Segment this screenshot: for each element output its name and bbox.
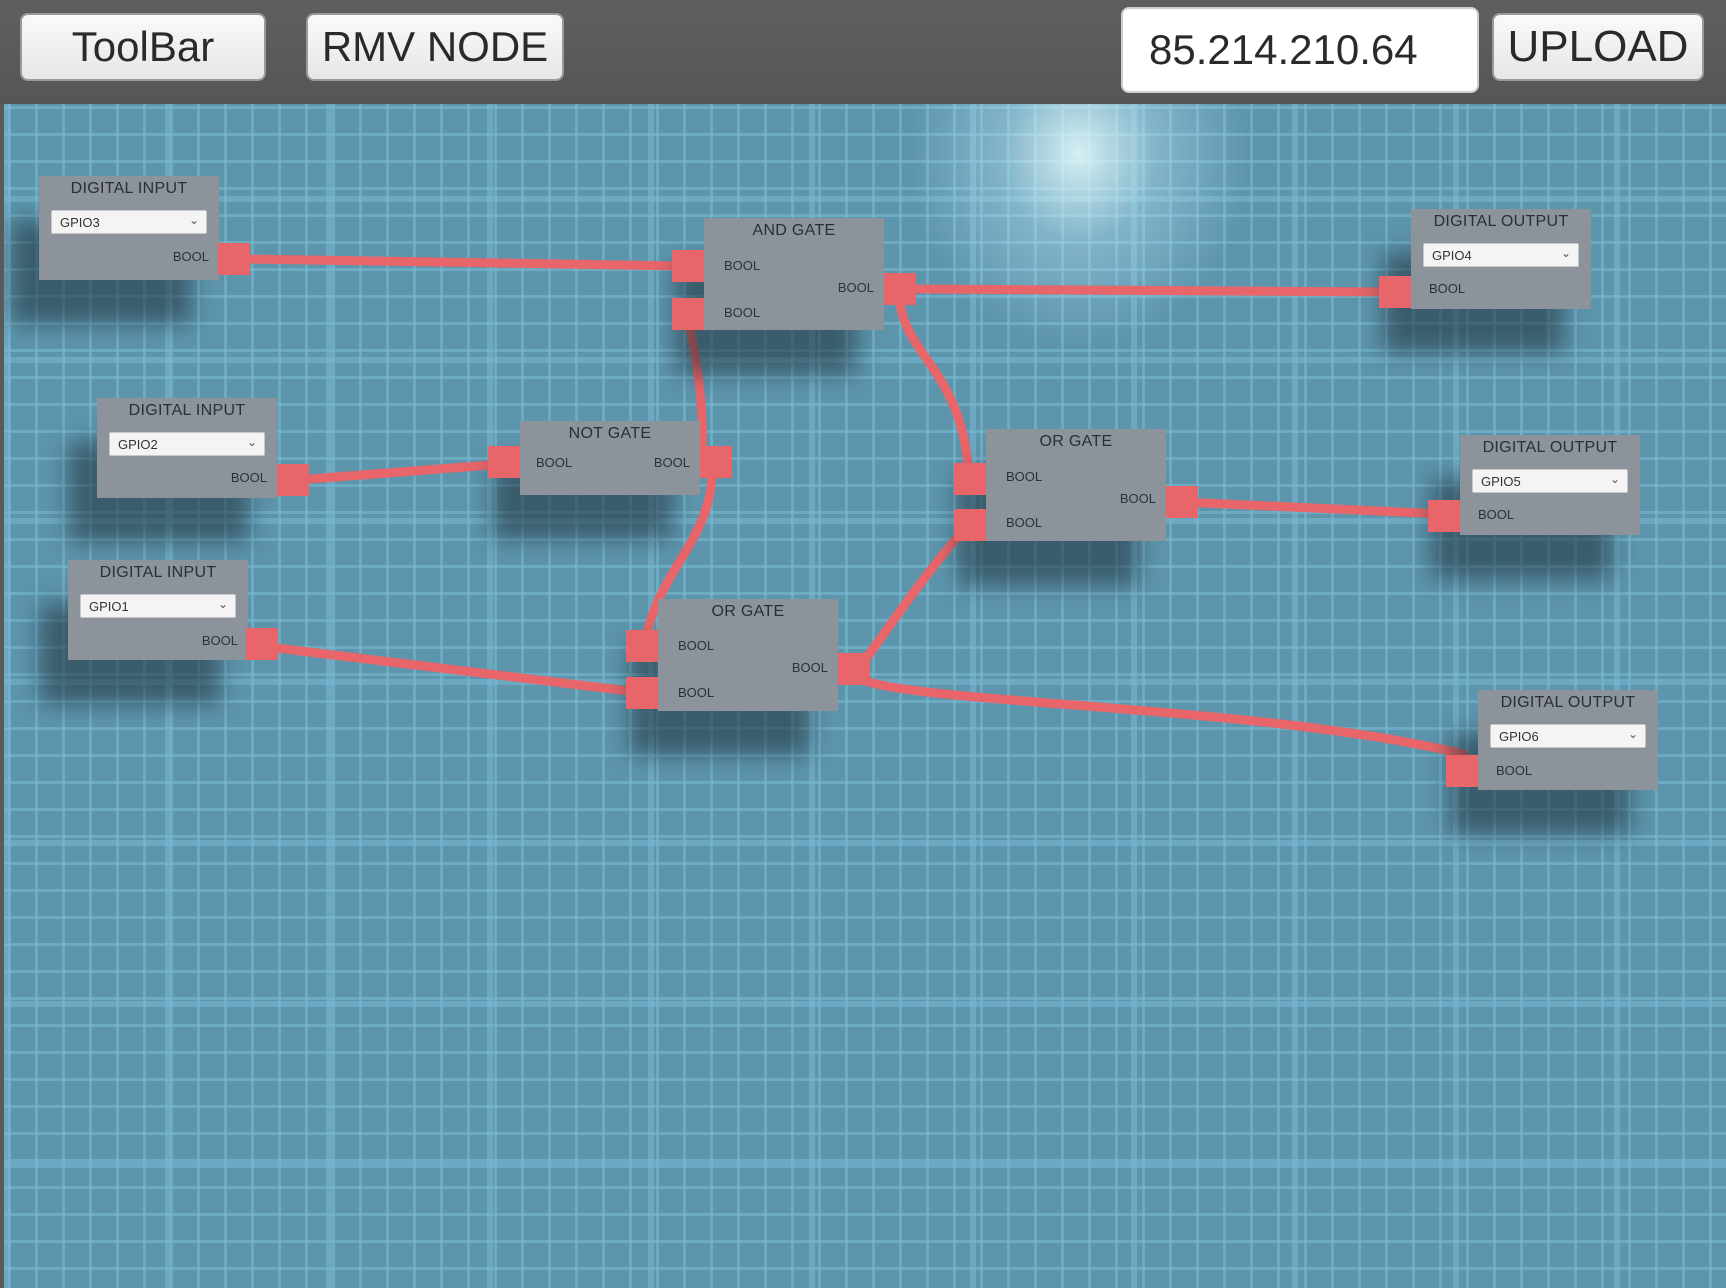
or-gate-node-bottom[interactable]: OR GATE BOOL BOOL BOOL (658, 599, 838, 711)
port-label: BOOL (1478, 507, 1515, 522)
dropdown-value: GPIO5 (1481, 473, 1521, 489)
port-label: BOOL (837, 280, 874, 295)
wire-and-to-gpio4[interactable] (911, 284, 1399, 297)
chevron-down-icon: ⌄ (246, 435, 257, 449)
input-port[interactable] (1446, 755, 1478, 787)
node-title: DIGITAL INPUT (128, 402, 246, 419)
ip-address-input[interactable]: 85.214.210.64 (1121, 7, 1479, 93)
port-label: BOOL (230, 470, 267, 485)
input-port[interactable] (954, 463, 986, 495)
port-label: BOOL (1006, 469, 1043, 484)
input-port[interactable] (1379, 276, 1411, 308)
output-port[interactable] (838, 653, 870, 685)
chevron-down-icon: ⌄ (1560, 246, 1571, 260)
input-port[interactable] (488, 446, 520, 478)
output-port[interactable] (884, 273, 916, 305)
wire-gpio1-to-or-bottom[interactable] (271, 643, 634, 696)
input-port[interactable] (1428, 500, 1460, 532)
node-title: AND GATE (752, 222, 836, 239)
gpio-dropdown[interactable]: GPIO2 ⌄ (109, 432, 265, 456)
node-title: NOT GATE (568, 425, 652, 442)
input-port[interactable] (626, 677, 658, 709)
port-label: BOOL (724, 258, 761, 273)
gpio-dropdown[interactable]: GPIO6 ⌄ (1490, 724, 1646, 748)
input-port[interactable] (954, 509, 986, 541)
wire-or-bottom-to-gpio6[interactable] (854, 673, 1469, 759)
port-label: BOOL (678, 638, 715, 653)
digital-output-node-gpio6[interactable]: DIGITAL OUTPUT GPIO6 ⌄ BOOL (1478, 690, 1658, 790)
digital-output-node-gpio4[interactable]: DIGITAL OUTPUT GPIO4 ⌄ BOOL (1411, 209, 1591, 309)
gpio-dropdown[interactable]: GPIO3 ⌄ (51, 210, 207, 234)
gpio-dropdown[interactable]: GPIO1 ⌄ (80, 594, 236, 618)
output-port[interactable] (700, 446, 732, 478)
output-port[interactable] (277, 464, 309, 496)
port-label: BOOL (201, 633, 238, 648)
dropdown-value: GPIO3 (60, 214, 100, 230)
chevron-down-icon: ⌄ (1627, 727, 1638, 741)
wire-gpio3-to-and[interactable] (245, 254, 689, 271)
port-label: BOOL (653, 455, 690, 470)
wire-or-top-to-gpio5[interactable] (1177, 497, 1449, 519)
node-graph-canvas[interactable]: DIGITAL INPUT GPIO3 ⌄ BOOL DIGITAL INPUT… (4, 104, 1726, 1288)
node-title: DIGITAL INPUT (99, 564, 217, 581)
port-label: BOOL (1119, 491, 1156, 506)
port-label: BOOL (724, 305, 761, 320)
chevron-down-icon: ⌄ (1609, 472, 1620, 486)
port-label: BOOL (1006, 515, 1043, 530)
node-title: OR GATE (1039, 433, 1113, 450)
gpio-dropdown[interactable]: GPIO5 ⌄ (1472, 469, 1628, 493)
top-toolbar: ToolBar RMV NODE 85.214.210.64 UPLOAD (0, 0, 1726, 104)
node-title: OR GATE (711, 603, 785, 620)
node-title: DIGITAL OUTPUT (1500, 694, 1636, 711)
or-gate-node-top[interactable]: OR GATE BOOL BOOL BOOL (986, 429, 1166, 541)
digital-output-node-gpio5[interactable]: DIGITAL OUTPUT GPIO5 ⌄ BOOL (1460, 435, 1640, 535)
port-label: BOOL (678, 685, 715, 700)
port-label: BOOL (172, 249, 209, 264)
not-gate-node[interactable]: NOT GATE BOOL BOOL (520, 421, 700, 495)
node-title: DIGITAL INPUT (70, 180, 188, 197)
wire-gpio2-to-not[interactable] (305, 459, 509, 484)
output-port[interactable] (246, 628, 278, 660)
output-port[interactable] (218, 243, 250, 275)
connection-wires (245, 254, 1469, 759)
port-label: BOOL (791, 660, 828, 675)
port-label: BOOL (536, 455, 573, 470)
output-port[interactable] (1166, 486, 1198, 518)
chevron-down-icon: ⌄ (217, 597, 228, 611)
toolbar-button[interactable]: ToolBar (20, 13, 266, 81)
dropdown-value: GPIO1 (89, 598, 129, 614)
wire-not-to-or-bottom[interactable] (639, 471, 717, 654)
port-label: BOOL (1496, 763, 1533, 778)
dropdown-value: GPIO2 (118, 436, 158, 452)
and-gate-node[interactable]: AND GATE BOOL BOOL BOOL (704, 218, 884, 330)
dropdown-value: GPIO4 (1432, 247, 1472, 263)
chevron-down-icon: ⌄ (188, 213, 199, 227)
digital-input-node-gpio2[interactable]: DIGITAL INPUT GPIO2 ⌄ BOOL (97, 398, 277, 498)
input-port[interactable] (626, 630, 658, 662)
node-title: DIGITAL OUTPUT (1433, 213, 1569, 230)
upload-button[interactable]: UPLOAD (1492, 13, 1704, 81)
remove-node-button[interactable]: RMV NODE (306, 13, 564, 81)
input-port[interactable] (672, 250, 704, 282)
input-port[interactable] (672, 298, 704, 330)
wire-and-to-or-top[interactable] (895, 299, 974, 484)
gpio-dropdown[interactable]: GPIO4 ⌄ (1423, 243, 1579, 267)
digital-input-node-gpio1[interactable]: DIGITAL INPUT GPIO1 ⌄ BOOL (68, 560, 248, 660)
port-label: BOOL (1429, 281, 1466, 296)
wire-or-bottom-to-or-top[interactable] (854, 519, 974, 673)
node-title: DIGITAL OUTPUT (1482, 439, 1618, 456)
digital-input-node-gpio3[interactable]: DIGITAL INPUT GPIO3 ⌄ BOOL (39, 176, 219, 280)
dropdown-value: GPIO6 (1499, 728, 1539, 744)
